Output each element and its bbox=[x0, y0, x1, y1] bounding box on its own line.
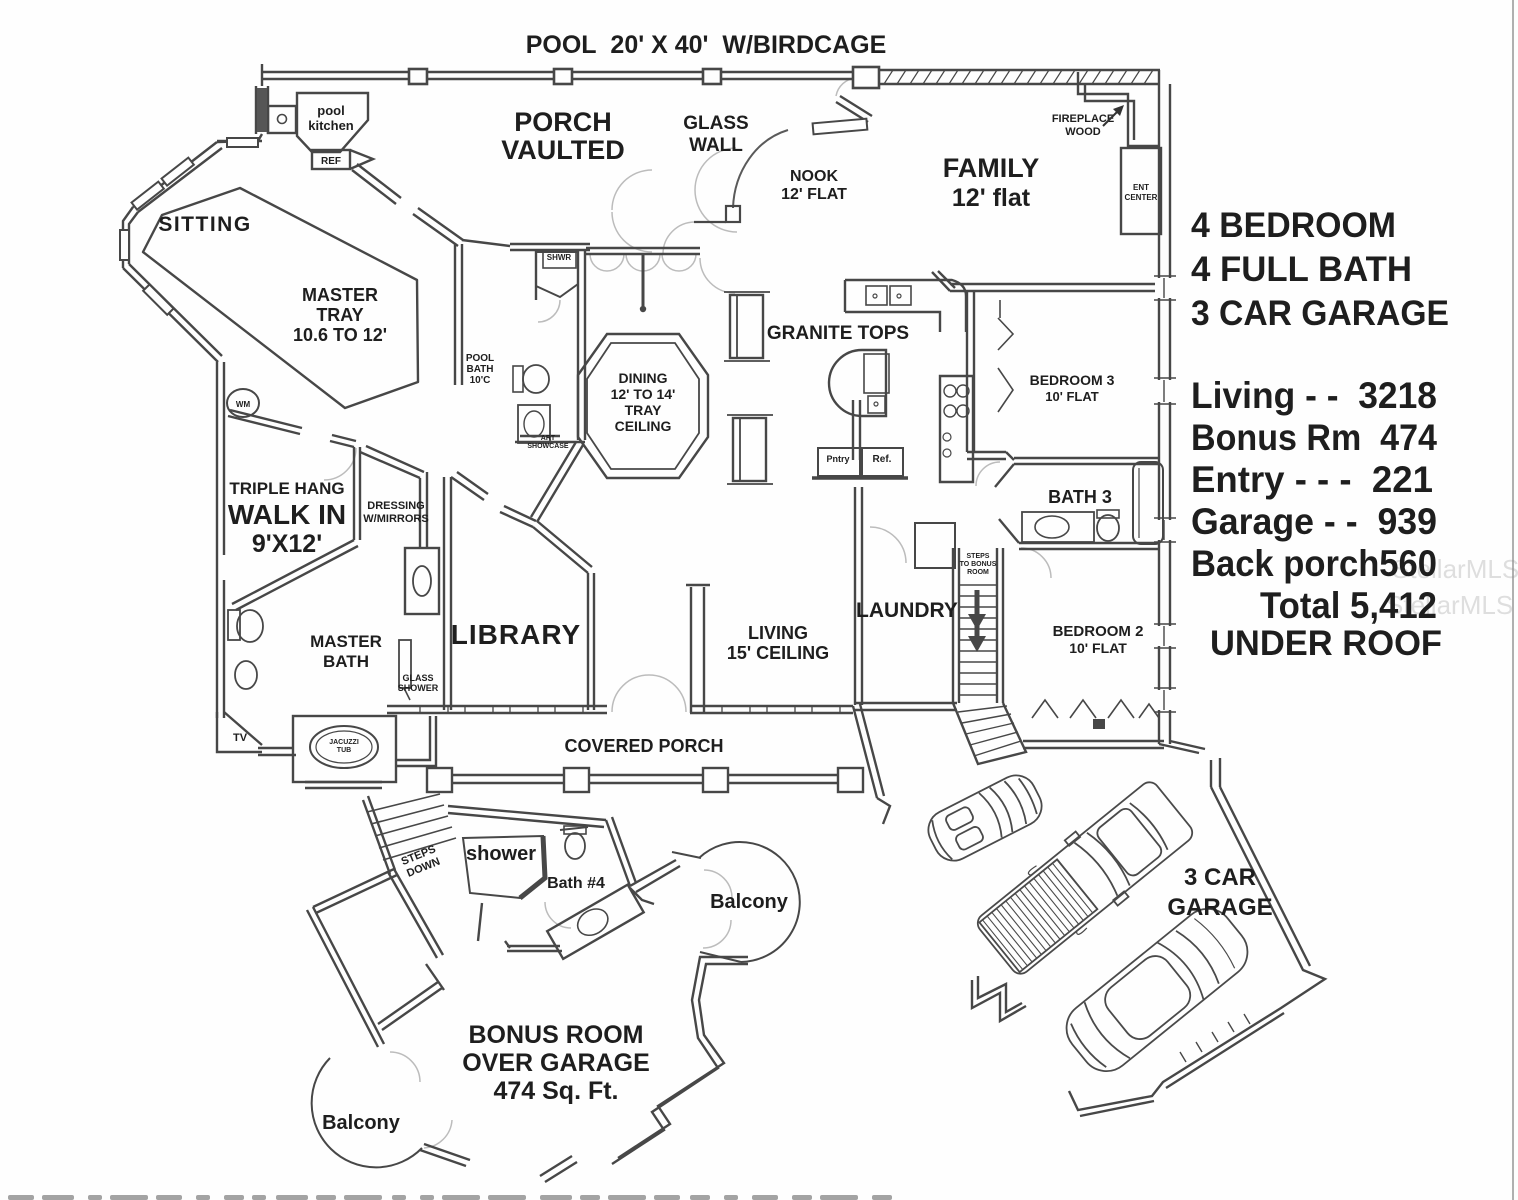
svg-text:10'C: 10'C bbox=[470, 375, 491, 386]
svg-text:CENTER: CENTER bbox=[1125, 193, 1158, 202]
svg-text:Living - - 3218: Living - - 3218 bbox=[1191, 375, 1437, 416]
svg-text:TUB: TUB bbox=[337, 747, 351, 754]
svg-text:kitchen: kitchen bbox=[308, 118, 354, 133]
svg-text:StellarMLS: StellarMLS bbox=[1386, 590, 1513, 620]
svg-text:MASTER: MASTER bbox=[310, 632, 382, 651]
svg-text:Back porch560: Back porch560 bbox=[1191, 543, 1437, 584]
svg-text:SHOWCASE: SHOWCASE bbox=[527, 443, 569, 450]
svg-text:WOOD: WOOD bbox=[1065, 126, 1100, 138]
svg-text:OVER GARAGE: OVER GARAGE bbox=[462, 1049, 650, 1077]
svg-text:LAUNDRY: LAUNDRY bbox=[856, 599, 958, 622]
svg-text:STEPS: STEPS bbox=[967, 553, 990, 560]
svg-text:ROOM: ROOM bbox=[967, 569, 989, 576]
svg-text:FAMILY: FAMILY bbox=[943, 153, 1040, 183]
svg-text:Total 5,412: Total 5,412 bbox=[1260, 585, 1437, 626]
svg-text:Ref.: Ref. bbox=[873, 454, 892, 465]
svg-text:TO BONUS: TO BONUS bbox=[960, 561, 997, 568]
svg-text:4 BEDROOM: 4 BEDROOM bbox=[1191, 206, 1396, 245]
svg-text:DRESSING: DRESSING bbox=[367, 500, 424, 512]
svg-text:12' TO 14': 12' TO 14' bbox=[611, 386, 676, 402]
svg-text:10.6 TO 12': 10.6 TO 12' bbox=[293, 325, 387, 345]
svg-text:15' CEILING: 15' CEILING bbox=[727, 643, 829, 663]
svg-text:12' FLAT: 12' FLAT bbox=[781, 186, 847, 203]
svg-text:SITTING: SITTING bbox=[158, 213, 251, 236]
svg-text:SHOWER: SHOWER bbox=[398, 683, 439, 693]
svg-text:FIREPLACE: FIREPLACE bbox=[1052, 113, 1114, 125]
svg-text:10' FLAT: 10' FLAT bbox=[1069, 640, 1127, 656]
svg-text:GARAGE: GARAGE bbox=[1167, 894, 1272, 921]
svg-text:TV: TV bbox=[233, 732, 248, 744]
svg-text:LIBRARY: LIBRARY bbox=[451, 619, 581, 650]
svg-text:GLASS: GLASS bbox=[402, 673, 433, 683]
svg-text:ART: ART bbox=[541, 435, 556, 442]
svg-text:Pntry: Pntry bbox=[826, 454, 849, 464]
svg-text:Bath #4: Bath #4 bbox=[547, 875, 605, 892]
svg-text:4 FULL BATH: 4 FULL BATH bbox=[1191, 250, 1412, 289]
svg-text:SHWR: SHWR bbox=[547, 253, 572, 262]
svg-text:TRAY: TRAY bbox=[625, 402, 662, 418]
svg-text:TRIPLE HANG: TRIPLE HANG bbox=[229, 479, 344, 498]
svg-text:Bonus Rm 474: Bonus Rm 474 bbox=[1191, 417, 1437, 458]
svg-text:LIVING: LIVING bbox=[748, 623, 808, 643]
svg-text:WALL: WALL bbox=[689, 135, 743, 156]
svg-text:BATH 3: BATH 3 bbox=[1048, 487, 1112, 507]
svg-text:GLASS: GLASS bbox=[683, 113, 748, 134]
svg-text:shower: shower bbox=[466, 843, 536, 865]
svg-text:BONUS ROOM: BONUS ROOM bbox=[469, 1021, 644, 1049]
svg-text:VAULTED: VAULTED bbox=[501, 135, 625, 165]
svg-text:BATH: BATH bbox=[466, 364, 493, 375]
svg-text:W/MIRRORS: W/MIRRORS bbox=[363, 513, 428, 525]
svg-text:StellarMLS: StellarMLS bbox=[1392, 554, 1518, 584]
svg-text:3 CAR GARAGE: 3 CAR GARAGE bbox=[1191, 294, 1449, 333]
svg-text:BEDROOM 3: BEDROOM 3 bbox=[1030, 372, 1115, 388]
svg-text:GRANITE TOPS: GRANITE TOPS bbox=[767, 323, 909, 344]
svg-text:REF: REF bbox=[321, 156, 341, 167]
svg-text:Balcony: Balcony bbox=[322, 1112, 401, 1134]
svg-text:PORCH: PORCH bbox=[514, 107, 612, 137]
svg-text:UNDER ROOF: UNDER ROOF bbox=[1210, 624, 1442, 663]
svg-text:474 Sq. Ft.: 474 Sq. Ft. bbox=[493, 1077, 618, 1105]
svg-text:ENT: ENT bbox=[1133, 183, 1149, 192]
svg-text:Balcony: Balcony bbox=[710, 891, 789, 913]
svg-text:TRAY: TRAY bbox=[316, 305, 363, 325]
svg-text:9'X12': 9'X12' bbox=[252, 530, 322, 558]
svg-text:POOL: POOL bbox=[466, 353, 494, 364]
svg-text:MASTER: MASTER bbox=[302, 285, 378, 305]
svg-text:BEDROOM 2: BEDROOM 2 bbox=[1053, 623, 1144, 640]
svg-text:WALK IN: WALK IN bbox=[228, 499, 346, 530]
svg-text:COVERED PORCH: COVERED PORCH bbox=[564, 736, 723, 756]
svg-text:POOL 20' X 40' W/BIRDCAGE: POOL 20' X 40' W/BIRDCAGE bbox=[526, 31, 887, 59]
svg-text:12' flat: 12' flat bbox=[952, 184, 1031, 212]
svg-text:Entry - - - 221: Entry - - - 221 bbox=[1191, 459, 1433, 500]
svg-text:3 CAR: 3 CAR bbox=[1184, 864, 1256, 891]
svg-text:10' FLAT: 10' FLAT bbox=[1045, 389, 1098, 404]
svg-text:WM: WM bbox=[236, 400, 251, 409]
svg-text:JACUZZI: JACUZZI bbox=[329, 739, 359, 746]
svg-text:DINING: DINING bbox=[619, 370, 668, 386]
svg-text:NOOK: NOOK bbox=[790, 168, 838, 185]
svg-text:Garage - - 939: Garage - - 939 bbox=[1191, 501, 1437, 542]
svg-text:CEILING: CEILING bbox=[615, 418, 672, 434]
svg-text:pool: pool bbox=[317, 103, 344, 118]
svg-text:BATH: BATH bbox=[323, 652, 369, 671]
